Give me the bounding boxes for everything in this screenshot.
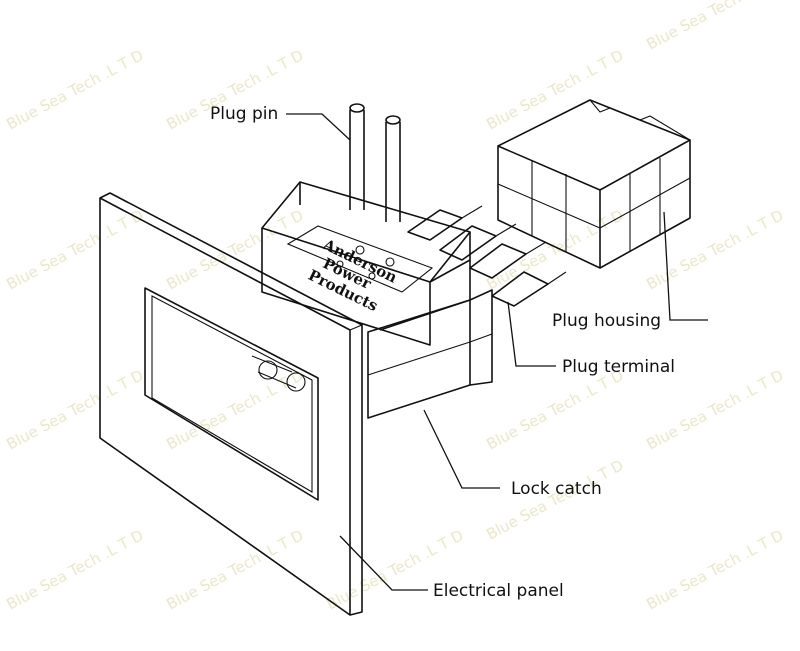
plug-terminals <box>407 205 567 307</box>
watermark-text: Blue Sea Tech .L T D <box>643 366 786 453</box>
leader-plug-pin <box>286 113 351 141</box>
watermark-text: Blue Sea Tech .L T D <box>483 456 626 543</box>
leader-plug-terminal <box>507 301 556 367</box>
watermark-text: Blue Sea Tech .L T D <box>3 366 146 453</box>
watermark-text: Blue Sea Tech .L T D <box>483 366 626 453</box>
leader-plug-housing <box>663 211 708 321</box>
brand-plate: Anderson Power Products <box>305 235 400 315</box>
label-plug-pin: Plug pin <box>210 104 278 124</box>
label-electrical-panel: Electrical panel <box>433 581 564 601</box>
watermark-text: Blue Sea Tech .L T D <box>643 0 786 54</box>
electrical-panel <box>99 192 363 616</box>
watermark-text: Blue Sea Tech .L T D <box>483 46 626 133</box>
watermark-text: Blue Sea Tech .L T D <box>3 526 146 613</box>
plug-pins <box>349 103 401 222</box>
leader-lock-catch <box>423 409 500 489</box>
watermark-text: Blue Sea Tech .L T D <box>3 46 146 133</box>
label-plug-housing: Plug housing <box>552 311 661 331</box>
watermark-text: Blue Sea Tech .L T D <box>163 366 306 453</box>
leader-lines <box>286 113 708 591</box>
watermark-text: Blue Sea Tech .L T D <box>483 206 626 293</box>
watermark-text: Blue Sea Tech .L T D <box>643 526 786 613</box>
callout-labels: Plug pin Plug housing Plug terminal Lock… <box>210 104 675 601</box>
label-plug-terminal: Plug terminal <box>562 357 675 377</box>
plug-housing <box>497 99 691 269</box>
leader-electrical-panel <box>339 535 428 591</box>
watermark-text: Blue Sea Tech .L T D <box>3 206 146 293</box>
lock-catch <box>367 289 493 419</box>
connector-body <box>261 181 471 346</box>
label-lock-catch: Lock catch <box>511 479 602 499</box>
watermark-text: Blue Sea Tech .L T D <box>163 206 306 293</box>
